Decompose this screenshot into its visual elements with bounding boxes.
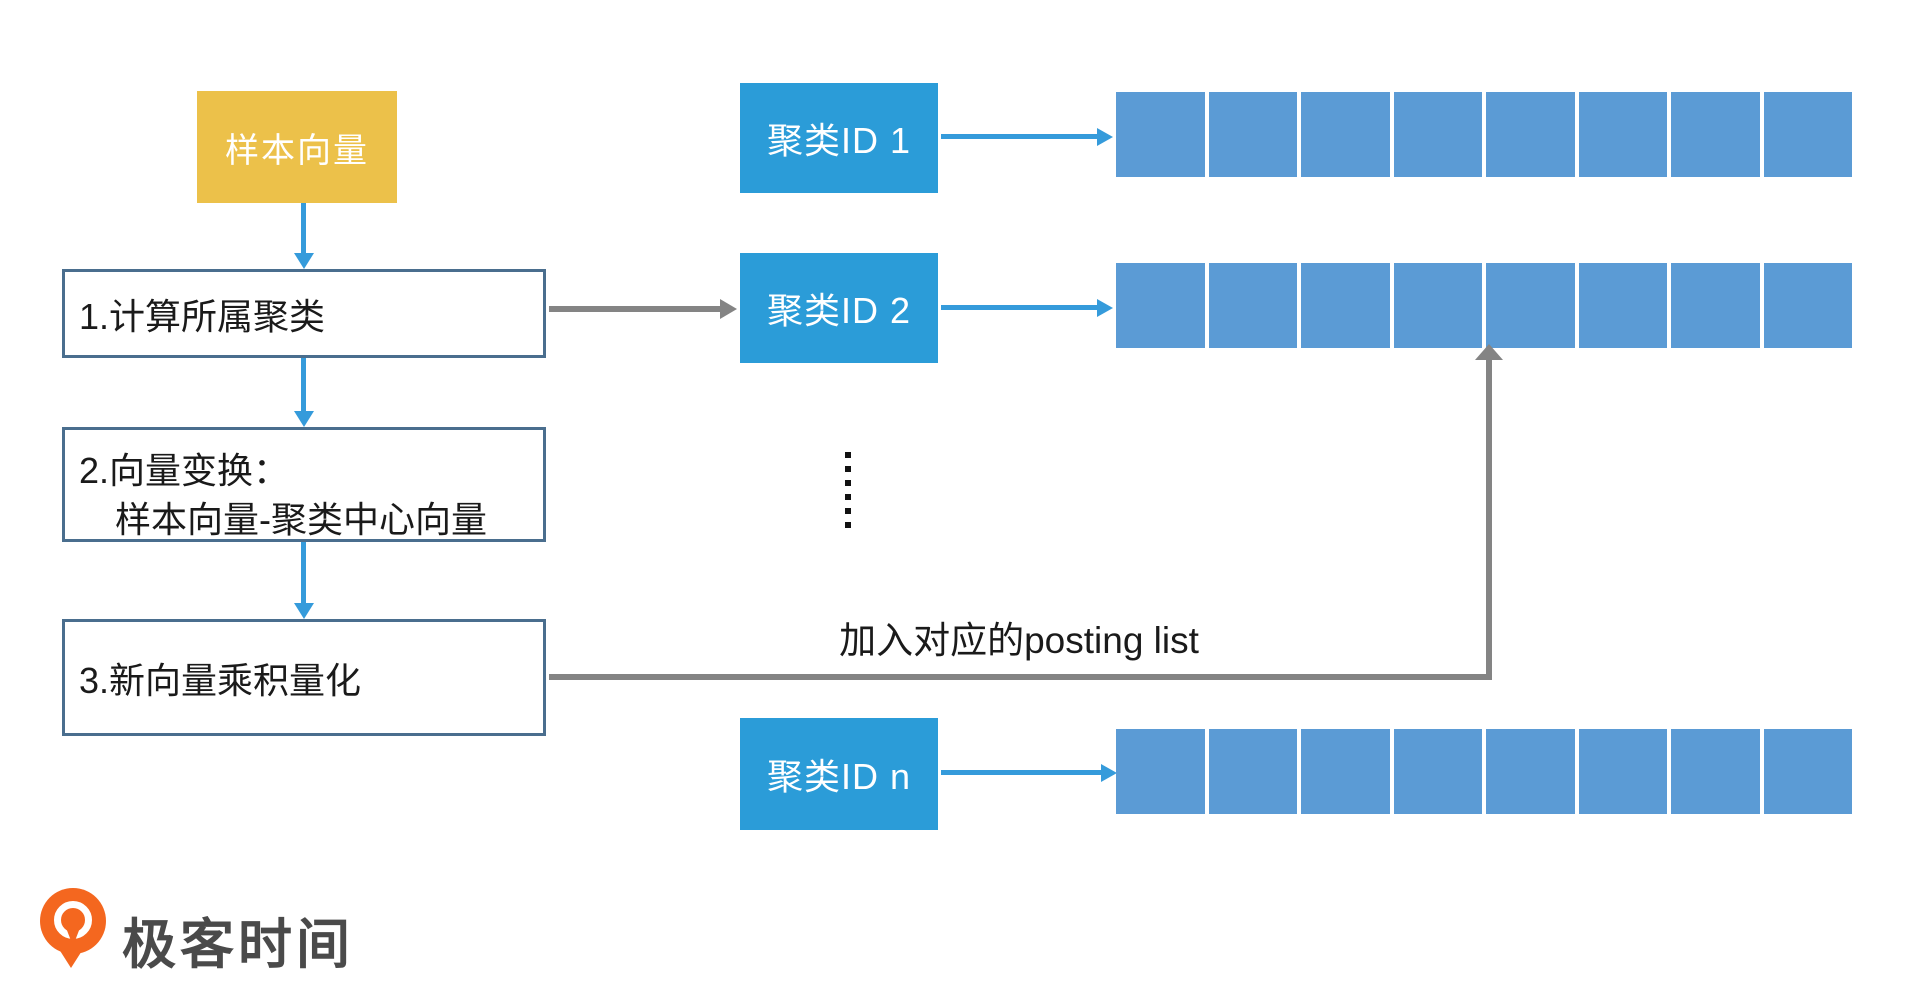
posting-list-cell <box>1301 263 1390 348</box>
cluster-id-n-box: 聚类ID n <box>740 718 938 830</box>
posting-list-row-n <box>1116 729 1852 814</box>
posting-list-cell <box>1671 92 1760 177</box>
posting-list-cell <box>1116 92 1205 177</box>
arrow-step1-to-step2-head <box>294 411 314 427</box>
posting-list-cell <box>1208 92 1297 177</box>
arrow-step1-to-cluster2 <box>549 306 722 312</box>
step3-label: 3.新向量乘积量化 <box>79 659 362 701</box>
arrow-cluster1-to-list-head <box>1097 128 1113 146</box>
arrow-clustern-to-list-head <box>1101 764 1117 782</box>
posting-list-cell <box>1116 263 1205 348</box>
cluster-id-1-box: 聚类ID 1 <box>740 83 938 193</box>
posting-list-cell <box>1578 263 1667 348</box>
arrow-step1-to-cluster2-head <box>720 299 737 319</box>
step2-label-line1: 2.向量变换： <box>79 450 290 491</box>
posting-list-cell <box>1301 729 1390 814</box>
arrow-step3-horizontal <box>549 674 1492 680</box>
arrow-cluster2-to-list <box>941 305 1097 310</box>
posting-arrow-label: 加入对应的posting list <box>839 620 1199 661</box>
posting-list-cell <box>1208 729 1297 814</box>
posting-list-row-1 <box>1116 92 1852 177</box>
arrow-clustern-to-list <box>941 770 1101 775</box>
sample-vector-box: 样本向量 <box>197 91 397 203</box>
arrow-step3-up-head <box>1475 344 1503 360</box>
brand-name: 极客时间 <box>122 915 354 975</box>
posting-list-cell <box>1763 92 1852 177</box>
arrow-step2-to-step3 <box>301 542 306 603</box>
posting-list-cell <box>1486 263 1575 348</box>
posting-list-cell <box>1486 92 1575 177</box>
step2-label-line2: 样本向量-聚类中心向量 <box>115 499 487 540</box>
arrow-step3-vertical <box>1486 358 1492 680</box>
posting-list-cell <box>1393 92 1482 177</box>
logo-wedge-shape <box>63 920 83 946</box>
posting-list-cell <box>1116 729 1205 814</box>
posting-list-cell <box>1671 729 1760 814</box>
ellipsis-dot <box>845 466 851 472</box>
posting-list-cell <box>1578 92 1667 177</box>
posting-list-cell <box>1208 263 1297 348</box>
ellipsis-dot <box>845 508 851 514</box>
step2-box: 2.向量变换： 样本向量-聚类中心向量 <box>62 427 546 542</box>
geektime-logo: 极客时间 <box>40 888 420 983</box>
posting-list-cell <box>1763 729 1852 814</box>
ellipsis-dots <box>845 452 851 528</box>
step1-box: 1.计算所属聚类 <box>62 269 546 358</box>
ellipsis-dot <box>845 494 851 500</box>
posting-list-row-2 <box>1116 263 1852 348</box>
arrow-sample-to-step1 <box>301 203 306 253</box>
posting-list-cell <box>1671 263 1760 348</box>
cluster-id-2-box: 聚类ID 2 <box>740 253 938 363</box>
posting-list-cell <box>1578 729 1667 814</box>
geektime-logo-icon <box>40 888 106 974</box>
posting-list-cell <box>1393 729 1482 814</box>
posting-list-cell <box>1393 263 1482 348</box>
step1-label: 1.计算所属聚类 <box>79 295 326 337</box>
posting-list-cell <box>1301 92 1390 177</box>
posting-list-cell <box>1486 729 1575 814</box>
arrow-step2-to-step3-head <box>294 603 314 619</box>
ellipsis-dot <box>845 480 851 486</box>
arrow-sample-to-step1-head <box>294 253 314 269</box>
arrow-step1-to-step2 <box>301 358 306 411</box>
logo-pin-tail-shape <box>57 946 85 968</box>
ellipsis-dot <box>845 522 851 528</box>
arrow-cluster1-to-list <box>941 134 1097 139</box>
step3-box: 3.新向量乘积量化 <box>62 619 546 736</box>
arrow-cluster2-to-list-head <box>1097 299 1113 317</box>
posting-list-cell <box>1763 263 1852 348</box>
ellipsis-dot <box>845 452 851 458</box>
